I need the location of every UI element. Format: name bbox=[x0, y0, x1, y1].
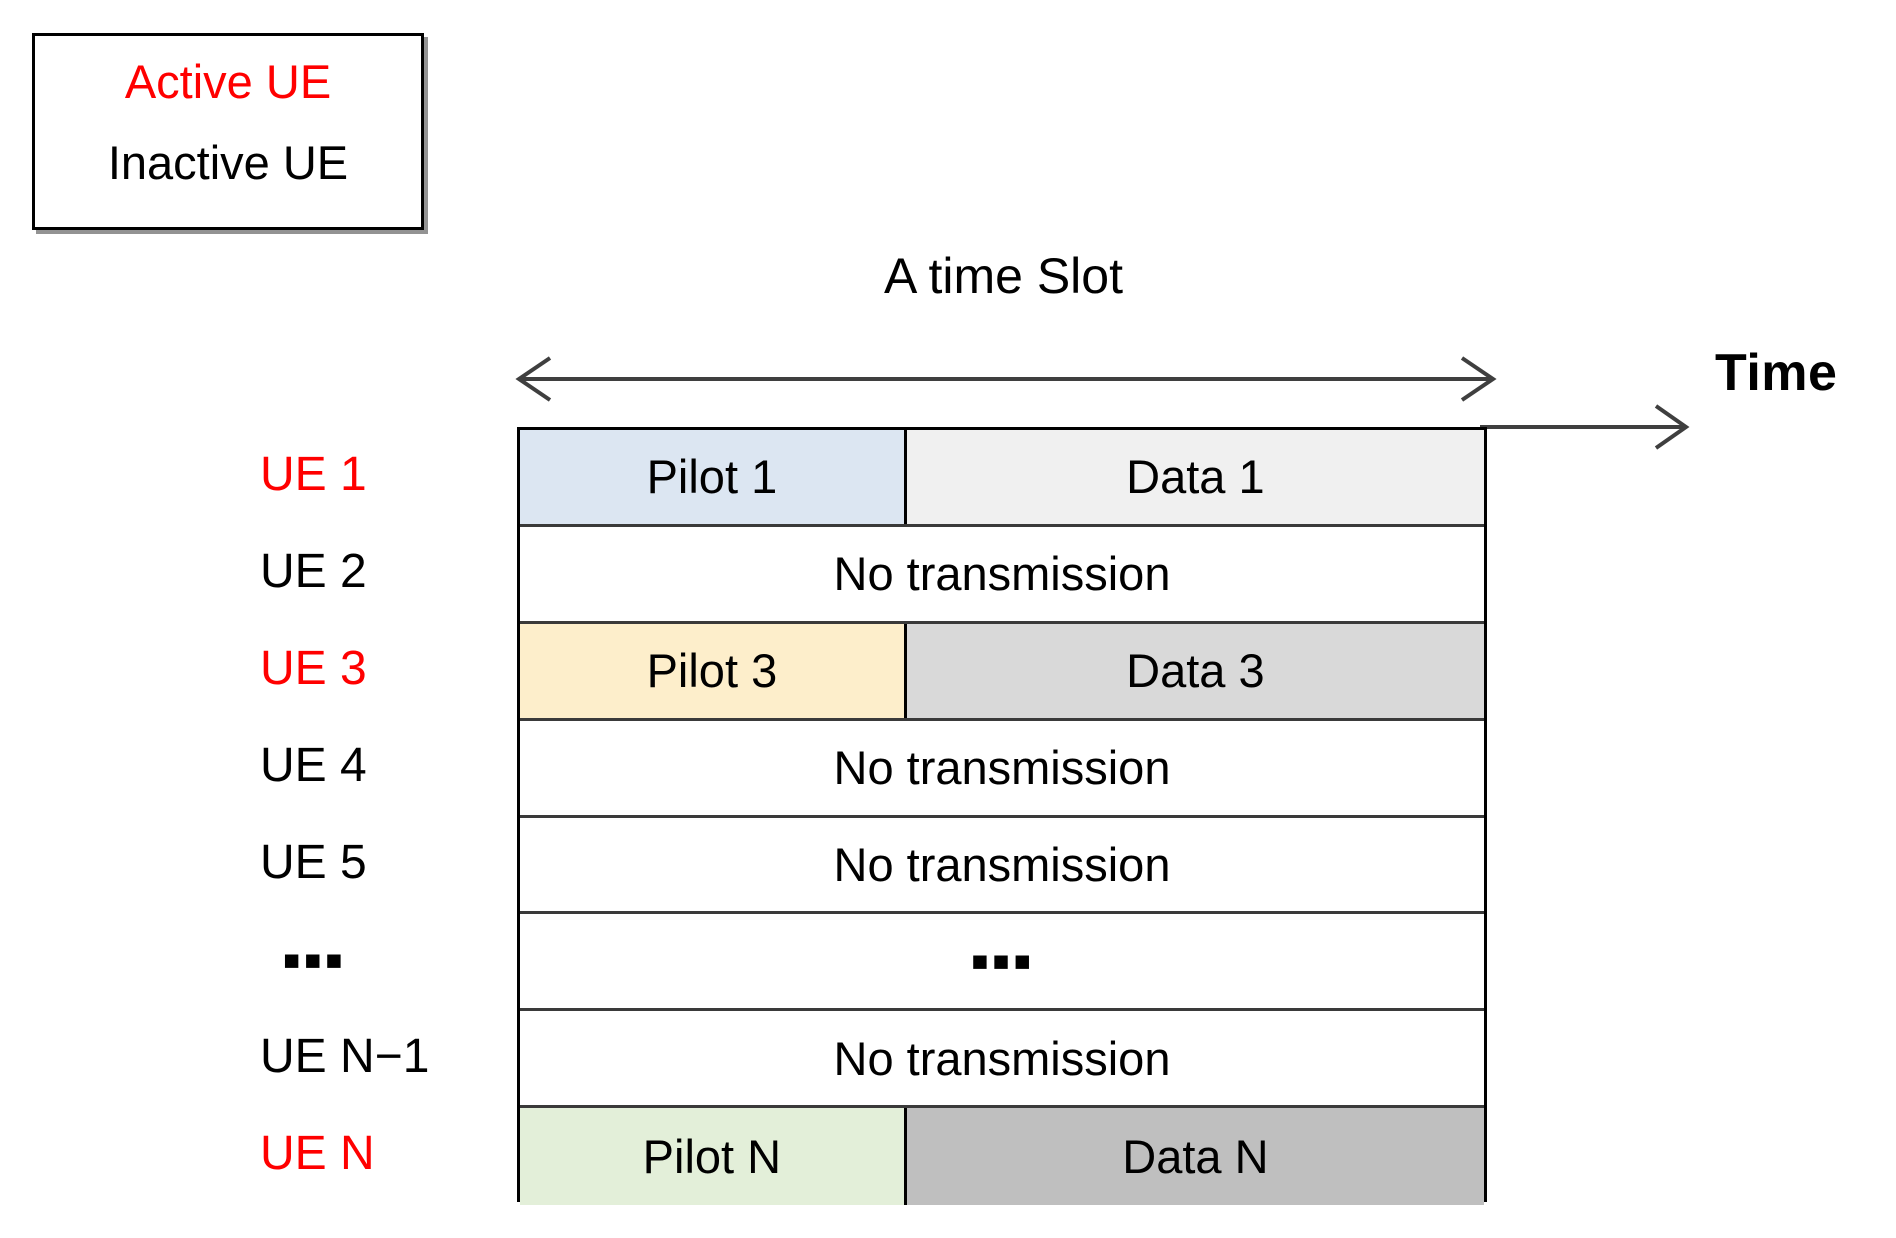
data-cell: Data 1 bbox=[906, 430, 1484, 524]
no-transmission-cell: No transmission bbox=[520, 526, 1484, 621]
ue-row-label: UE 3 bbox=[260, 642, 367, 696]
table-row: ▪▪▪ bbox=[520, 914, 1484, 1012]
data-cell: Data 3 bbox=[906, 623, 1484, 718]
ue-label-column: UE 1 UE 2 UE 3 UE 4 UE 5 ▪▪▪ UE N−1 UE N bbox=[150, 427, 510, 1202]
legend-active-ue-label: Active UE bbox=[124, 55, 332, 108]
ue-row-label: UE N bbox=[260, 1126, 375, 1180]
ue-row-label: UE 5 bbox=[260, 835, 367, 889]
no-transmission-cell: No transmission bbox=[520, 817, 1484, 912]
pilot-cell: Pilot N bbox=[520, 1108, 907, 1205]
time-axis-arrow-icon bbox=[1480, 404, 1690, 450]
table-row: No transmission bbox=[520, 1011, 1484, 1109]
ue-row-label: UE 4 bbox=[260, 739, 367, 793]
table-row: No transmission bbox=[520, 817, 1484, 915]
time-axis-label: Time bbox=[1715, 344, 1838, 402]
ellipsis-cell: ▪▪▪ bbox=[520, 914, 1484, 1009]
ue-row-label: ▪▪▪ bbox=[282, 929, 346, 990]
no-transmission-cell: No transmission bbox=[520, 1011, 1484, 1106]
ue-row-label: UE N−1 bbox=[260, 1029, 430, 1083]
legend-inactive-ue-label: Inactive UE bbox=[107, 136, 349, 189]
pilot-cell: Pilot 1 bbox=[520, 430, 907, 524]
ue-row-label: UE 1 bbox=[260, 448, 367, 502]
pilot-cell: Pilot 3 bbox=[520, 623, 907, 718]
table-row: No transmission bbox=[520, 526, 1484, 624]
ue-row-label: UE 2 bbox=[260, 545, 367, 599]
no-transmission-cell: No transmission bbox=[520, 720, 1484, 815]
time-slot-span-arrow-icon bbox=[515, 356, 1497, 402]
data-cell: Data N bbox=[906, 1108, 1484, 1205]
time-slot-caption: A time Slot bbox=[884, 248, 1123, 304]
table-row: No transmission bbox=[520, 720, 1484, 818]
legend-box: Active UE Inactive UE bbox=[32, 33, 424, 230]
